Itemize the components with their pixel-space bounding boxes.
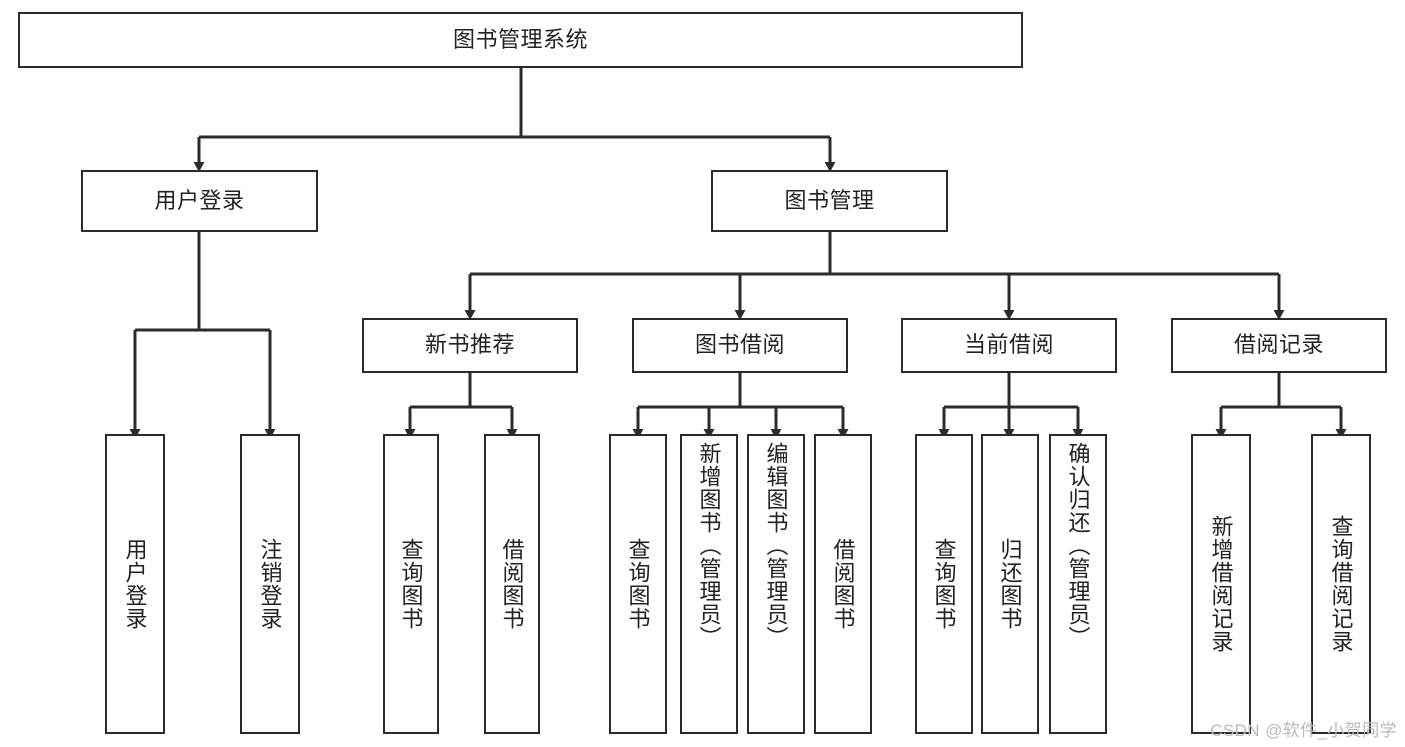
leaf-borrow-borrow-book-label: 借阅图书 xyxy=(830,538,856,630)
leaf-user-login-logout[interactable]: 注销登录 xyxy=(240,434,300,734)
leaf-current-return-book[interactable]: 归还图书 xyxy=(981,434,1039,734)
leaf-user-login-login-label: 用户登录 xyxy=(122,538,148,630)
leaf-borrow-edit-book[interactable]: 编辑图书（管理员） xyxy=(747,434,805,734)
node-new-book-recommend[interactable]: 新书推荐 xyxy=(362,318,578,373)
node-borrow-records[interactable]: 借阅记录 xyxy=(1171,318,1387,373)
node-book-borrow[interactable]: 图书借阅 xyxy=(632,318,848,373)
leaf-records-add-record-label: 新增借阅记录 xyxy=(1208,515,1234,653)
node-root-label: 图书管理系统 xyxy=(452,26,588,52)
leaf-borrow-add-book[interactable]: 新增图书（管理员） xyxy=(680,434,738,734)
leaf-current-return-book-label: 归还图书 xyxy=(997,538,1023,630)
leaf-current-confirm-return[interactable]: 确认归还（管理员） xyxy=(1049,434,1107,734)
watermark: CSDN @软件_小贺同学 xyxy=(1210,721,1397,740)
node-new-book-recommend-label: 新书推荐 xyxy=(424,332,515,358)
leaf-borrow-add-book-label: 新增图书（管理员） xyxy=(696,442,722,649)
node-book-management[interactable]: 图书管理 xyxy=(711,170,948,232)
node-user-login[interactable]: 用户登录 xyxy=(81,170,318,232)
node-book-management-label: 图书管理 xyxy=(784,187,875,213)
leaf-current-confirm-return-label: 确认归还（管理员） xyxy=(1065,442,1091,649)
leaf-current-query-book[interactable]: 查询图书 xyxy=(915,434,973,734)
leaf-borrow-borrow-book[interactable]: 借阅图书 xyxy=(814,434,872,734)
node-user-login-label: 用户登录 xyxy=(154,187,245,213)
leaf-recommend-query-book-label: 查询图书 xyxy=(398,538,424,630)
leaf-user-login-logout-label: 注销登录 xyxy=(257,538,283,630)
node-book-borrow-label: 图书借阅 xyxy=(694,332,785,358)
leaf-current-query-book-label: 查询图书 xyxy=(931,538,957,630)
leaf-recommend-borrow-book[interactable]: 借阅图书 xyxy=(484,434,540,734)
leaf-user-login-login[interactable]: 用户登录 xyxy=(105,434,165,734)
leaf-borrow-query-book-label: 查询图书 xyxy=(625,538,651,630)
leaf-records-add-record[interactable]: 新增借阅记录 xyxy=(1191,434,1251,734)
leaf-borrow-edit-book-label: 编辑图书（管理员） xyxy=(763,442,789,649)
node-borrow-records-label: 借阅记录 xyxy=(1233,332,1324,358)
leaf-records-query-record-label: 查询借阅记录 xyxy=(1328,515,1354,653)
node-current-borrow[interactable]: 当前借阅 xyxy=(901,318,1117,373)
node-current-borrow-label: 当前借阅 xyxy=(963,332,1054,358)
leaf-borrow-query-book[interactable]: 查询图书 xyxy=(609,434,667,734)
leaf-recommend-query-book[interactable]: 查询图书 xyxy=(383,434,439,734)
leaf-records-query-record[interactable]: 查询借阅记录 xyxy=(1311,434,1371,734)
leaf-recommend-borrow-book-label: 借阅图书 xyxy=(499,538,525,630)
node-root[interactable]: 图书管理系统 xyxy=(18,12,1023,68)
